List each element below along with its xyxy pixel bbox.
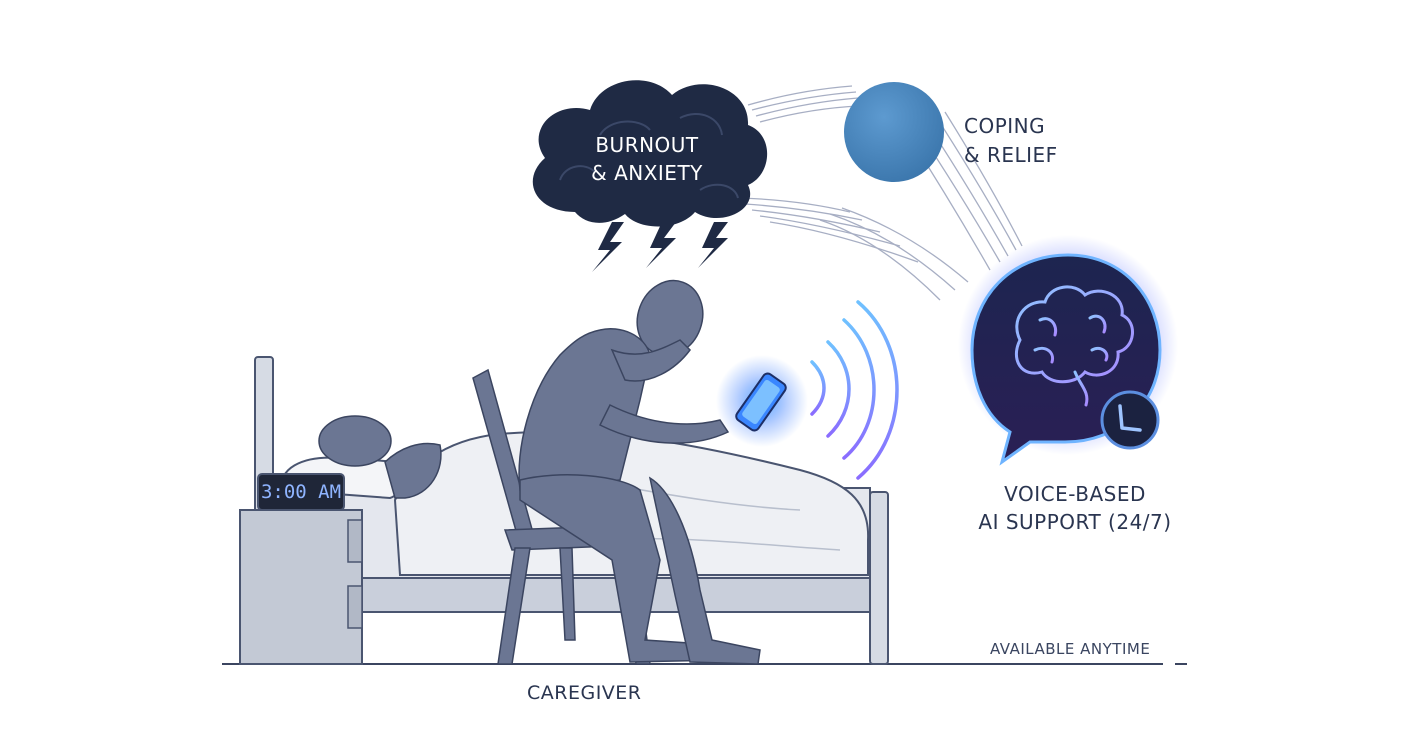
cloud-label-line1: BURNOUT (595, 133, 699, 157)
voice-ai-label: VOICE-BASED AI SUPPORT (24/7) (945, 480, 1205, 536)
voice-ai-label-line1: VOICE-BASED (1004, 482, 1146, 506)
caregiver-figure (518, 279, 761, 665)
cloud-label-line2: & ANXIETY (591, 161, 703, 185)
alarm-clock-icon: 3:00 AM (257, 473, 345, 511)
smartphone-icon (716, 355, 808, 447)
relief-label-line1: COPING (964, 114, 1046, 138)
logo-badge-icon (1100, 390, 1160, 450)
lightning-bolt-icon (592, 222, 728, 272)
voice-ai-label-line2: AI SUPPORT (24/7) (978, 510, 1172, 534)
storm-cloud-icon (532, 80, 768, 227)
nightstand (239, 509, 363, 665)
ai-brain-icon (1014, 285, 1134, 407)
sleeping-patient (318, 415, 442, 499)
caregiver-label: CAREGIVER (527, 682, 642, 704)
clock-time: 3:00 AM (261, 481, 341, 503)
ai-chat-bubble (958, 235, 1178, 466)
relief-circle-icon (844, 82, 944, 182)
cloud-label: BURNOUT & ANXIETY (547, 131, 747, 187)
sound-waves-icon (810, 300, 899, 480)
relief-label-line2: & RELIEF (964, 143, 1058, 167)
available-anytime-label: AVAILABLE ANYTIME (990, 640, 1151, 658)
relief-label: COPING & RELIEF (964, 112, 1058, 170)
